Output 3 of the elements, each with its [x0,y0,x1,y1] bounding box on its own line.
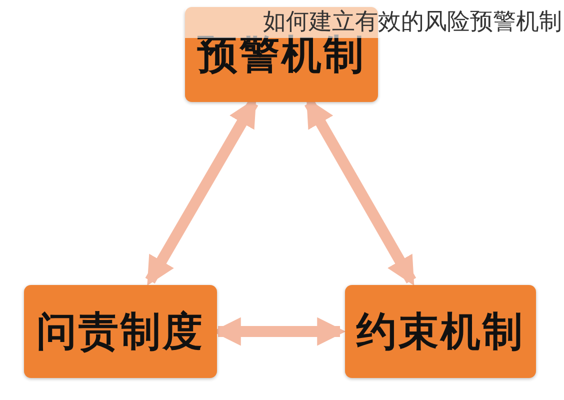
title: 如何建立有效的风险预警机制 [263,8,562,35]
process-box: 约束机制 [345,285,536,378]
process-box: 问责制度 [24,285,217,378]
